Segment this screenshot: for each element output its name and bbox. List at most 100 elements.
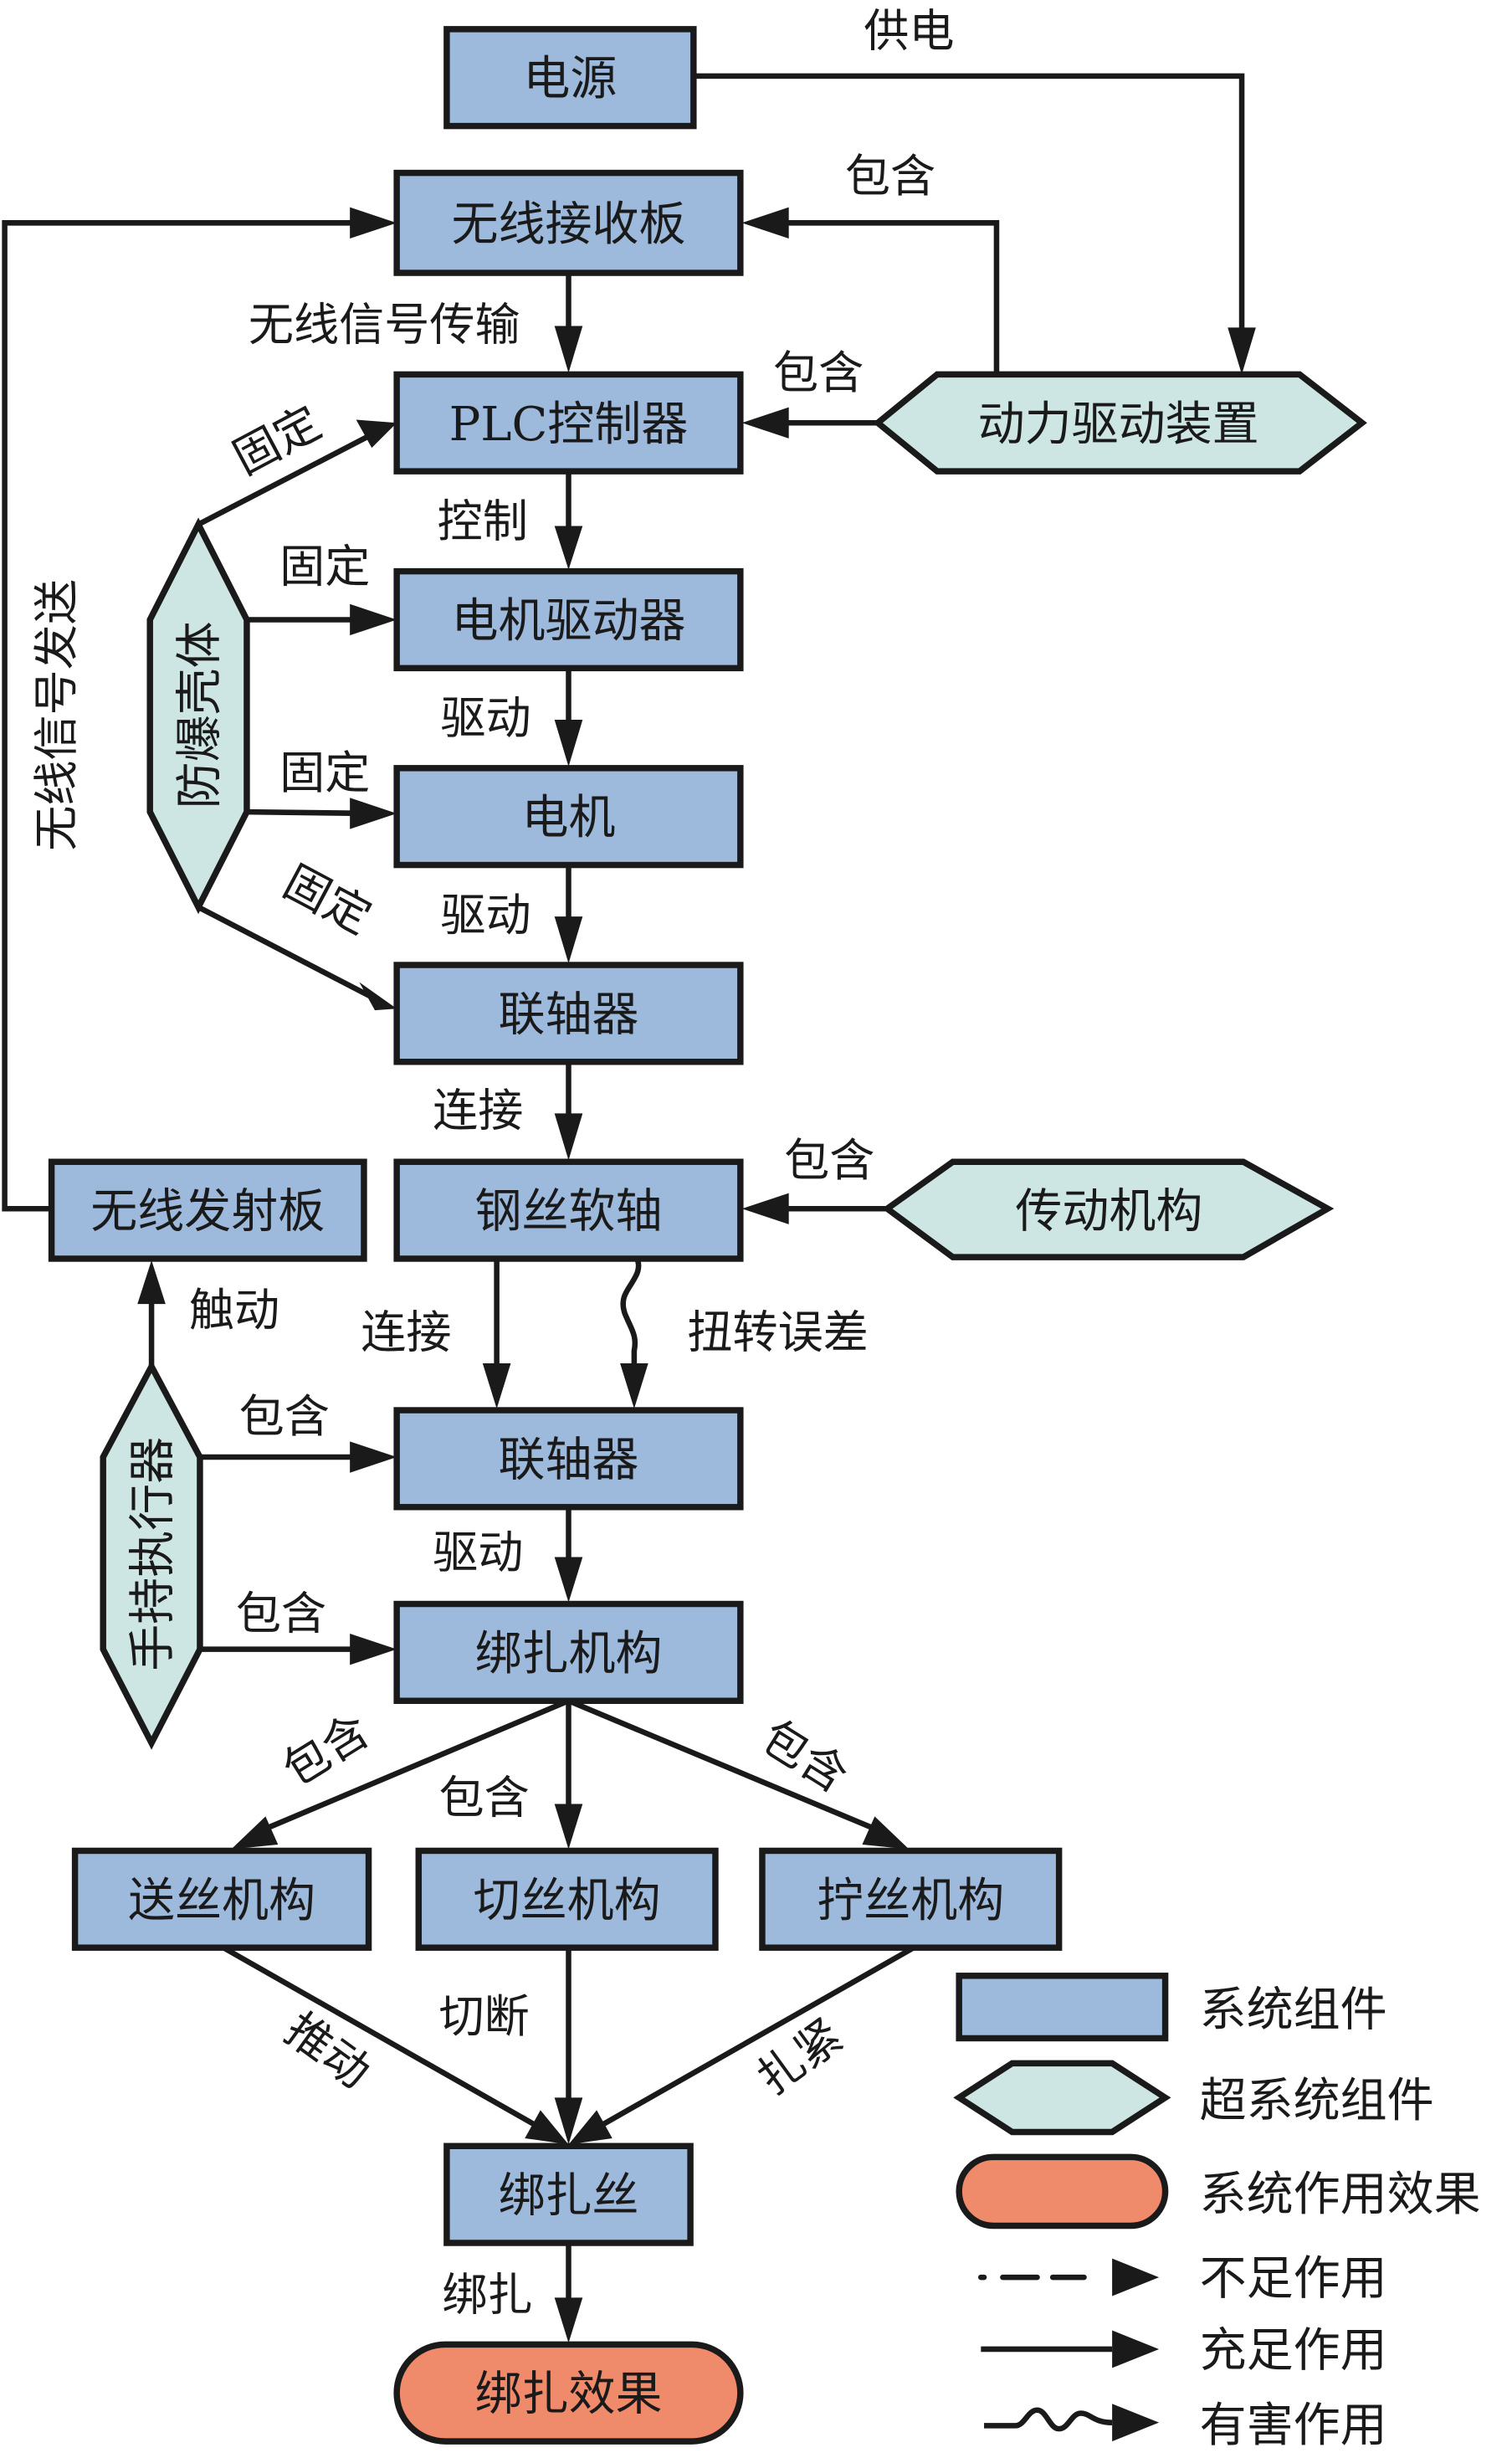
arrowhead	[568, 2110, 612, 2145]
node-label: 联轴器	[498, 1433, 638, 1487]
node-binding-mechanism[interactable]: 绑扎机构	[393, 1600, 744, 1704]
node-binding-wire[interactable]: 绑扎丝	[443, 2142, 694, 2246]
label-drive-motor: 驱动	[440, 692, 530, 745]
arrowhead	[741, 207, 789, 239]
node-motor-driver[interactable]: 电机驱动器	[393, 567, 744, 672]
node-label: 手持执行器	[126, 1437, 181, 1671]
node-label: 无线接收板	[451, 198, 685, 252]
label-push: 推动	[275, 2003, 380, 2099]
node-transmission-mechanism[interactable]: 传动机构	[881, 1158, 1335, 1260]
node-handheld-actuator[interactable]: 手持执行器	[100, 1359, 203, 1750]
label-control: 控制	[438, 495, 528, 548]
legend-item-supersystem-component: 超系统组件	[953, 2060, 1434, 2136]
legend-label: 超系统组件	[1200, 2074, 1434, 2128]
node-label: 联轴器	[498, 988, 638, 1042]
edge-push	[222, 1945, 544, 2132]
label-contain-binding: 包含	[236, 1587, 326, 1640]
arrowhead	[137, 1260, 166, 1305]
arrowhead	[350, 207, 397, 239]
legend-wavy-line	[984, 2407, 1113, 2432]
label-contain-shaft: 包含	[784, 1134, 874, 1187]
arrowhead	[350, 1633, 397, 1665]
arrowhead	[554, 526, 583, 570]
edge-fix-motor	[246, 808, 371, 817]
legend-hexagon-swatch	[953, 2060, 1171, 2136]
arrowhead	[1228, 327, 1256, 375]
arrowhead	[350, 798, 397, 829]
node-coupling-lower[interactable]: 联轴器	[393, 1407, 744, 1511]
node-label: 无线发射板	[90, 1185, 325, 1239]
node-label: 拧丝机构	[817, 1874, 1004, 1928]
arrowhead	[231, 1816, 279, 1850]
edge-contain-twist	[567, 1698, 884, 1835]
node-coupling-upper[interactable]: 联轴器	[393, 962, 744, 1065]
legend-item-insufficient: 不足作用	[978, 2252, 1387, 2307]
node-wire-cut-mechanism[interactable]: 切丝机构	[415, 1847, 719, 1951]
label-bind: 绑扎	[442, 2268, 532, 2321]
arrowhead	[1112, 2330, 1160, 2368]
edge-wireless-send	[2, 220, 367, 1212]
label-contain-receiver: 包含	[845, 150, 935, 203]
legend: 系统组件 超系统组件 系统作用效果 不足作用 充足作用 有害作用	[953, 1973, 1481, 2453]
legend-label: 有害作用	[1200, 2399, 1387, 2453]
legend-label: 充足作用	[1200, 2323, 1387, 2378]
label-connect-shaft: 连接	[433, 1084, 523, 1137]
arrowhead	[741, 1193, 789, 1224]
node-explosion-proof-housing[interactable]: 防爆壳体	[146, 517, 250, 915]
edge-power-supply	[693, 73, 1245, 348]
arrowhead	[356, 419, 397, 449]
arrowhead	[554, 1557, 583, 1603]
arrowhead	[554, 2097, 583, 2145]
legend-item-sufficient: 充足作用	[981, 2323, 1387, 2378]
arrowhead	[525, 2110, 569, 2145]
label-connect-coupling: 连接	[361, 1306, 451, 1358]
arrowhead	[741, 407, 789, 439]
arrowhead	[350, 1441, 397, 1473]
legend-item-harmful: 有害作用	[984, 2399, 1387, 2453]
node-wire-feed-mechanism[interactable]: 送丝机构	[71, 1847, 372, 1951]
label-fix-coupling: 固定	[275, 855, 380, 944]
legend-item-system-effect: 系统作用效果	[956, 2153, 1481, 2230]
node-wireless-transmitter-board[interactable]: 无线发射板	[48, 1158, 367, 1262]
node-motor[interactable]: 电机	[393, 765, 744, 869]
node-label: PLC控制器	[449, 398, 689, 452]
node-label: 传动机构	[1015, 1185, 1202, 1239]
legend-rounded-swatch	[956, 2153, 1169, 2230]
arrowhead	[554, 2297, 583, 2343]
label-trigger: 触动	[189, 1284, 279, 1337]
label-drive-binding: 驱动	[433, 1527, 523, 1579]
edge-tighten	[593, 1945, 915, 2132]
node-wireless-receiver-board[interactable]: 无线接收板	[393, 169, 744, 276]
label-contain-coupling: 包含	[239, 1390, 330, 1443]
edge-labels: 供电 包含 无线信号传输 包含 固定 控制 固定 驱动 固定 固定 驱动 无线信…	[30, 4, 955, 2321]
node-label: 电机	[521, 791, 615, 845]
label-fix-plc: 固定	[224, 396, 329, 485]
legend-label: 系统组件	[1200, 1983, 1387, 2038]
node-binding-effect[interactable]: 绑扎效果	[393, 2341, 744, 2445]
node-power-supply[interactable]: 电源	[443, 26, 697, 130]
node-label: 电源	[523, 52, 617, 106]
label-contain-twist: 包含	[752, 1710, 857, 1803]
arrowhead	[1112, 2258, 1160, 2296]
node-power-drive-device[interactable]: 动力驱动装置	[873, 371, 1367, 475]
node-label: 电机驱动器	[451, 594, 685, 649]
label-fix-motor-driver: 固定	[279, 541, 370, 593]
arrowhead	[554, 326, 583, 373]
edge-fix-plc	[197, 433, 372, 527]
label-power-supply: 供电	[864, 4, 954, 57]
node-label: 动力驱动装置	[978, 398, 1259, 452]
arrowhead	[862, 1816, 910, 1850]
node-label: 绑扎效果	[474, 2368, 662, 2422]
label-contain-cut: 包含	[439, 1772, 530, 1824]
node-plc-controller[interactable]: PLC控制器	[393, 371, 744, 475]
arrowhead	[554, 1113, 583, 1161]
node-wire-twist-mechanism[interactable]: 拧丝机构	[759, 1847, 1063, 1951]
node-label: 防爆壳体	[173, 621, 228, 808]
node-label: 送丝机构	[128, 1874, 315, 1928]
label-contain-feed: 包含	[274, 1704, 378, 1797]
edge-contain-feed	[256, 1698, 570, 1835]
arrowhead	[620, 1363, 648, 1409]
node-steel-wire-flexible-shaft[interactable]: 钢丝软轴	[393, 1158, 744, 1262]
node-label: 钢丝软轴	[474, 1185, 662, 1239]
